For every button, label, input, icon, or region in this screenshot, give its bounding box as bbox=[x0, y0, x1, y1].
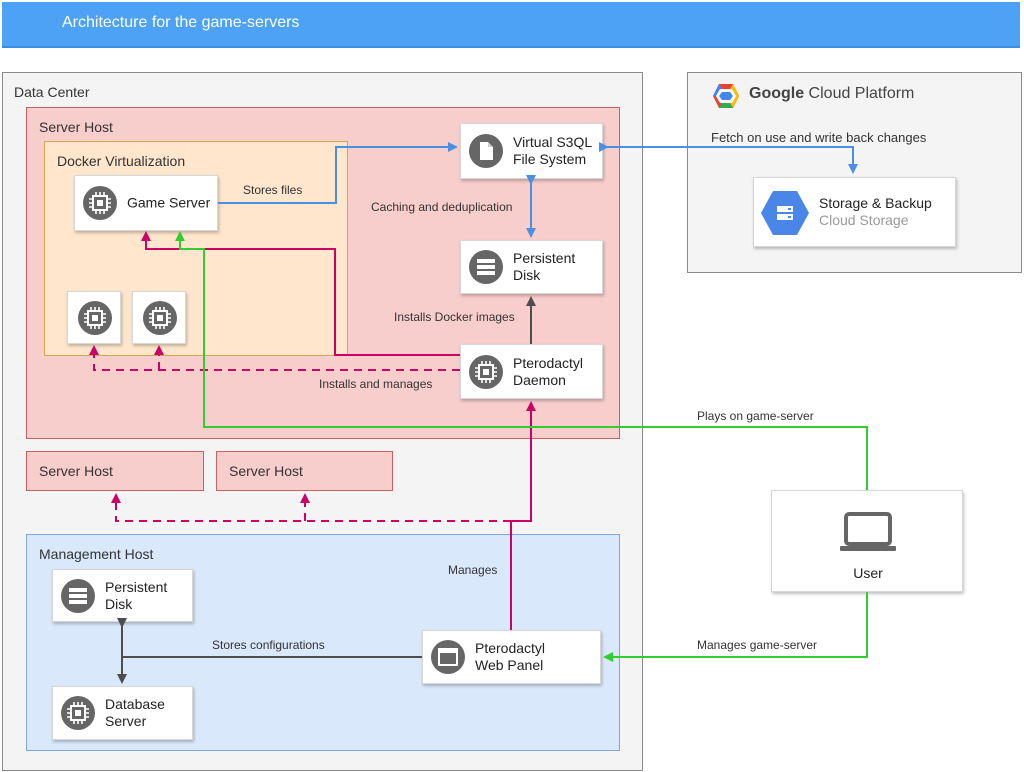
label-manages-game-server: Manages game-server bbox=[697, 638, 818, 652]
laptop-icon bbox=[840, 512, 896, 551]
container-card-2[interactable] bbox=[132, 291, 186, 344]
management-host-label: Management Host bbox=[39, 546, 154, 562]
label-installs-manages: Installs and manages bbox=[319, 377, 433, 391]
disk-stack-icon bbox=[469, 250, 503, 284]
user-card[interactable]: User bbox=[771, 490, 963, 592]
s3ql-card[interactable]: Virtual S3QL File System bbox=[460, 123, 603, 179]
gcp-logo-bold: Google bbox=[749, 85, 805, 102]
gcp-logo-text: Google Cloud Platform bbox=[749, 85, 914, 103]
persistent-disk-mgmt-label: Persistent Disk bbox=[105, 578, 168, 612]
label-caching: Caching and deduplication bbox=[371, 200, 513, 214]
chip-icon bbox=[61, 696, 95, 730]
label-manages: Manages bbox=[448, 563, 498, 577]
gcp-storage-title: Storage & Backup bbox=[819, 195, 932, 211]
gcp-storage-card[interactable]: Storage & Backup Cloud Storage bbox=[753, 177, 956, 247]
game-server-label: Game Server bbox=[127, 194, 211, 211]
server-host-3-zone: Server Host bbox=[216, 451, 393, 491]
gcp-storage-subtitle: Cloud Storage bbox=[819, 212, 909, 228]
web-panel-label: Pterodactyl Web Panel bbox=[475, 640, 546, 673]
label-stores-configs: Stores configurations bbox=[212, 638, 325, 652]
persistent-disk-mgmt-card[interactable]: Persistent Disk bbox=[52, 569, 193, 622]
persistent-disk-server-card[interactable]: Persistent Disk bbox=[460, 240, 603, 294]
persistent-disk-server-label: Persistent Disk bbox=[513, 250, 576, 283]
chip-icon bbox=[83, 186, 117, 220]
s3ql-label: Virtual S3QL File System bbox=[513, 134, 593, 167]
label-stores-files: Stores files bbox=[243, 183, 303, 197]
label-plays-on: Plays on game-server bbox=[697, 409, 814, 423]
daemon-card[interactable]: Pterodactyl Daemon bbox=[460, 344, 603, 399]
user-label: User bbox=[853, 565, 883, 581]
server-host-2-zone: Server Host bbox=[26, 451, 204, 491]
web-panel-card[interactable]: Pterodactyl Web Panel bbox=[422, 630, 601, 684]
container-card-1[interactable] bbox=[67, 291, 121, 344]
window-icon bbox=[431, 640, 465, 674]
server-host-2-label: Server Host bbox=[39, 463, 113, 479]
gcp-logo-rest: Cloud Platform bbox=[804, 85, 915, 102]
storage-hexagon-icon bbox=[761, 191, 809, 235]
data-center-label: Data Center bbox=[14, 84, 90, 100]
daemon-label: Pterodactyl Daemon bbox=[513, 354, 584, 388]
disk-stack-icon bbox=[61, 578, 95, 613]
database-server-card[interactable]: Database Server bbox=[52, 686, 193, 740]
database-server-label: Database Server bbox=[105, 696, 165, 729]
file-icon bbox=[469, 134, 503, 168]
chip-icon bbox=[143, 300, 177, 335]
label-fetch-write: Fetch on use and write back changes bbox=[711, 130, 927, 145]
chip-icon bbox=[78, 300, 112, 335]
server-host-main-label: Server Host bbox=[39, 119, 113, 135]
chip-icon bbox=[469, 354, 503, 389]
docker-label: Docker Virtualization bbox=[57, 153, 186, 169]
diagram-title-bar: Architecture for the game-servers bbox=[2, 2, 1020, 48]
gcp-hexagon-icon bbox=[713, 84, 739, 108]
server-host-3-label: Server Host bbox=[229, 463, 303, 479]
diagram-title: Architecture for the game-servers bbox=[62, 14, 300, 31]
game-server-card[interactable]: Game Server bbox=[74, 175, 218, 231]
label-installs-images: Installs Docker images bbox=[394, 310, 515, 324]
